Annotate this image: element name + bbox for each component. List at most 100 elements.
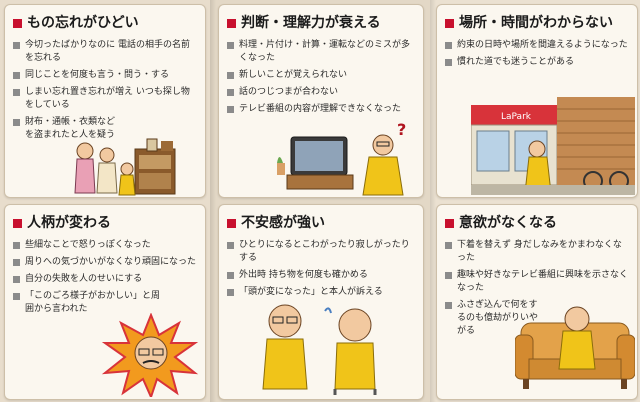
list-item: 「このごろ様子がおかしい」と周囲から言われた (13, 290, 197, 316)
sofa-man-illustration (515, 306, 635, 389)
list-item: ふさぎ込んで何をするのも億劫がりいやがる (445, 299, 629, 338)
symptom-list: 些細なことで怒りっぽくなった 周りへの気づかいがなくなり頑固になった 自分の失敗… (13, 239, 197, 320)
page-fold (210, 0, 216, 402)
list-item-text: 今切ったばかりなのに 電話の相手の名前を忘れる (25, 40, 191, 63)
square-bullet-icon (227, 218, 236, 228)
list-item-text: 料理・片付け・計算・運転などのミスが多くなった (239, 40, 411, 63)
list-item: しまい忘れ置き忘れが増え いつも探し物をしている (13, 86, 197, 112)
card-title: 場所・時間がわからない (445, 14, 631, 32)
list-item-text: 自分の失敗を人のせいにする (25, 274, 143, 284)
list-item-text: 些細なことで怒りっぽくなった (25, 240, 151, 250)
list-item: ひとりになるとこわがったり寂しがったりする (227, 239, 415, 265)
symptom-list: 料理・片付け・計算・運転などのミスが多くなった 新しいことが覚えられない 話のつ… (227, 39, 415, 120)
list-item-text: 約束の日時や場所を間違えるようになった (457, 40, 628, 50)
list-item: 財布・通帳・衣類などを盗まれたと人を疑う (13, 116, 197, 142)
anxious-man-illustration (262, 304, 377, 395)
list-item-text: しまい忘れ置き忘れが増え いつも探し物をしている (25, 87, 190, 110)
card-title: 意欲がなくなる (445, 214, 631, 232)
symptom-list: 約束の日時や場所を間違えるようになった 慣れた道でも迷うことがある (445, 39, 629, 73)
card-loss-of-motivation: 意欲がなくなる 下着を替えず 身だしなみをかまわなくなった 趣味や好きなテレビ番… (436, 204, 638, 400)
store-sign: LaPark (501, 112, 532, 122)
square-bullet-icon (13, 293, 20, 300)
square-bullet-icon (445, 59, 452, 66)
square-bullet-icon (445, 242, 452, 249)
list-item-text: 話のつじつまが合わない (239, 87, 339, 97)
list-item: テレビ番組の内容が理解できなくなった (227, 103, 415, 116)
square-bullet-icon (445, 218, 454, 228)
list-item: 料理・片付け・計算・運転などのミスが多くなった (227, 39, 415, 65)
square-bullet-icon (445, 272, 452, 279)
list-item: 同じことを何度も言う・問う・する (13, 69, 197, 82)
angry-man-illustration (101, 313, 199, 397)
square-bullet-icon (227, 106, 234, 113)
list-item-text: テレビ番組の内容が理解できなくなった (239, 104, 402, 114)
square-bullet-icon (227, 18, 236, 28)
list-item-text: 「このごろ様子がおかしい」と周囲から言われた (25, 291, 161, 314)
square-bullet-icon (227, 89, 234, 96)
square-bullet-icon (13, 276, 20, 283)
card-title: 判断・理解力が衰える (227, 14, 417, 32)
square-bullet-icon (13, 119, 20, 126)
square-bullet-icon (227, 289, 234, 296)
list-item-text: 「頭が変になった」と本人が訴える (239, 287, 383, 297)
card-title-text: 場所・時間がわからない (459, 15, 613, 31)
list-item: 「頭が変になった」と本人が訴える (227, 286, 415, 299)
square-bullet-icon (227, 242, 234, 249)
list-item-text: 新しいことが覚えられない (239, 70, 348, 80)
card-title-text: 人柄が変わる (27, 215, 111, 231)
family-room-illustration (74, 138, 176, 196)
square-bullet-icon (13, 42, 20, 49)
question-mark: ? (397, 123, 406, 139)
card-title-text: 意欲がなくなる (459, 215, 557, 231)
card-title: 人柄が変わる (13, 214, 199, 232)
tv-viewer-illustration: ? (277, 123, 406, 196)
list-item-text: 下着を替えず 身だしなみをかまわなくなった (457, 240, 622, 263)
list-item: 周りへの気づかいがなくなり頑固になった (13, 256, 197, 269)
card-title-text: 判断・理解力が衰える (241, 15, 381, 31)
card-title-text: 不安感が強い (241, 215, 325, 231)
list-item-text: 慣れた道でも迷うことがある (457, 57, 575, 67)
square-bullet-icon (13, 242, 20, 249)
card-judgment-decline: 判断・理解力が衰える 料理・片付け・計算・運転などのミスが多くなった 新しいこと… (218, 4, 424, 198)
square-bullet-icon (13, 18, 22, 28)
square-bullet-icon (13, 72, 20, 79)
list-item: 趣味や好きなテレビ番組に興味を示さなくなった (445, 269, 629, 295)
card-title: 不安感が強い (227, 214, 417, 232)
symptom-list: ひとりになるとこわがったり寂しがったりする 外出時 持ち物を何度も確かめる 「頭… (227, 239, 415, 303)
square-bullet-icon (445, 302, 452, 309)
square-bullet-icon (13, 259, 20, 266)
square-bullet-icon (13, 89, 20, 96)
list-item-text: 財布・通帳・衣類などを盗まれたと人を疑う (25, 117, 116, 140)
square-bullet-icon (227, 72, 234, 79)
symptom-list: 下着を替えず 身だしなみをかまわなくなった 趣味や好きなテレビ番組に興味を示さな… (445, 239, 629, 342)
list-item: 話のつじつまが合わない (227, 86, 415, 99)
square-bullet-icon (445, 18, 454, 28)
list-item: 今切ったばかりなのに 電話の相手の名前を忘れる (13, 39, 197, 65)
list-item: 外出時 持ち物を何度も確かめる (227, 269, 415, 282)
symptom-list: 今切ったばかりなのに 電話の相手の名前を忘れる 同じことを何度も言う・問う・する… (13, 39, 197, 146)
list-item-text: 外出時 持ち物を何度も確かめる (239, 270, 368, 280)
card-disorientation: 場所・時間がわからない 約束の日時や場所を間違えるようになった 慣れた道でも迷う… (436, 4, 638, 198)
list-item: 自分の失敗を人のせいにする (13, 273, 197, 286)
card-title: もの忘れがひどい (13, 14, 199, 32)
street-scene-illustration: LaPark (471, 97, 635, 195)
list-item: 約束の日時や場所を間違えるようになった (445, 39, 629, 52)
card-anxiety: 不安感が強い ひとりになるとこわがったり寂しがったりする 外出時 持ち物を何度も… (218, 204, 424, 400)
square-bullet-icon (13, 218, 22, 228)
page-fold (430, 0, 436, 402)
list-item: 慣れた道でも迷うことがある (445, 56, 629, 69)
list-item: 新しいことが覚えられない (227, 69, 415, 82)
card-personality-change: 人柄が変わる 些細なことで怒りっぽくなった 周りへの気づかいがなくなり頑固になっ… (4, 204, 206, 400)
list-item: 下着を替えず 身だしなみをかまわなくなった (445, 239, 629, 265)
list-item-text: 周りへの気づかいがなくなり頑固になった (25, 257, 197, 267)
list-item-text: 趣味や好きなテレビ番組に興味を示さなくなった (457, 270, 629, 293)
list-item: 些細なことで怒りっぽくなった (13, 239, 197, 252)
list-item-text: ふさぎ込んで何をするのも億劫がりいやがる (457, 300, 539, 336)
list-item-text: ひとりになるとこわがったり寂しがったりする (239, 240, 410, 263)
square-bullet-icon (227, 42, 234, 49)
card-title-text: もの忘れがひどい (27, 15, 139, 31)
card-forgetfulness: もの忘れがひどい 今切ったばかりなのに 電話の相手の名前を忘れる 同じことを何度… (4, 4, 206, 198)
list-item-text: 同じことを何度も言う・問う・する (25, 70, 170, 80)
square-bullet-icon (445, 42, 452, 49)
square-bullet-icon (227, 272, 234, 279)
